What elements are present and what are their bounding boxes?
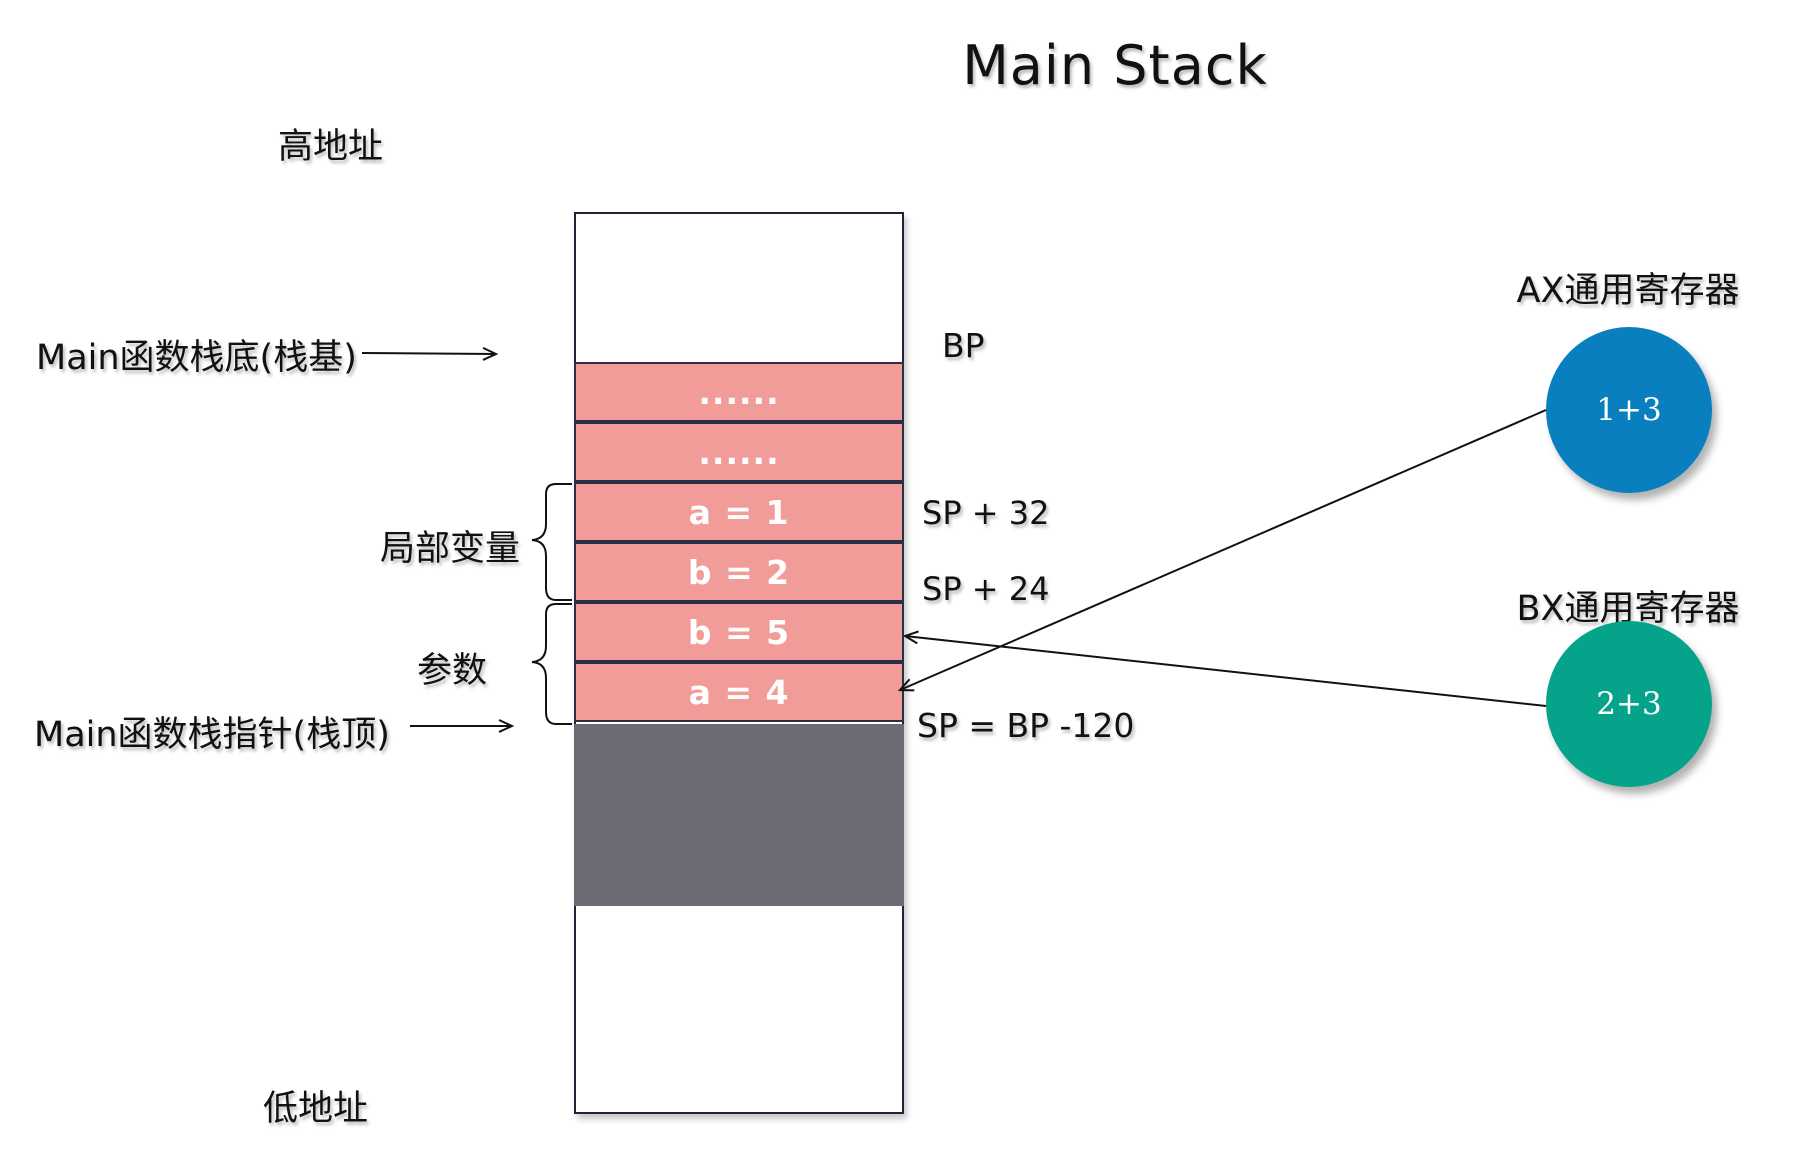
- diagram-title: Main Stack: [962, 34, 1268, 97]
- params-brace-icon: [531, 603, 572, 725]
- local-vars-label: 局部变量: [380, 529, 521, 569]
- high-address-label: 高地址: [278, 127, 384, 167]
- ax-register-value: 1+3: [1596, 392, 1662, 428]
- sp-equals-bp-label: SP = BP -120: [917, 706, 1135, 745]
- bp-label: BP: [942, 326, 985, 365]
- stack-cell-a1: a = 1: [574, 482, 904, 542]
- ax-register-title: AX通用寄存器: [1516, 271, 1740, 311]
- stack-cell-a4: a = 4: [574, 662, 904, 722]
- sp-plus-24-label: SP + 24: [922, 570, 1050, 608]
- stack-cell-b5: b = 5: [574, 602, 904, 662]
- stack-pointer-label: Main函数栈指针(栈顶): [34, 715, 390, 755]
- params-label: 参数: [417, 651, 488, 691]
- low-address-label: 低地址: [263, 1089, 369, 1129]
- unused-stack-region: [574, 724, 904, 906]
- stack-cell-ellipsis-2: ......: [574, 422, 904, 482]
- stack-cell-ellipsis-1: ......: [574, 362, 904, 422]
- bx-register-circle: 2+3: [1546, 621, 1712, 787]
- ax-register-circle: 1+3: [1546, 327, 1712, 493]
- stack-base-label: Main函数栈底(栈基): [36, 338, 357, 378]
- stack-cell-b2: b = 2: [574, 542, 904, 602]
- sp-plus-32-label: SP + 32: [922, 494, 1050, 532]
- local-vars-brace-icon: [531, 483, 572, 601]
- ax-to-stack-arrow: [900, 409, 1547, 690]
- bx-register-value: 2+3: [1596, 686, 1662, 722]
- stack-base-arrow: [361, 353, 496, 354]
- bx-to-stack-arrow: [905, 636, 1547, 707]
